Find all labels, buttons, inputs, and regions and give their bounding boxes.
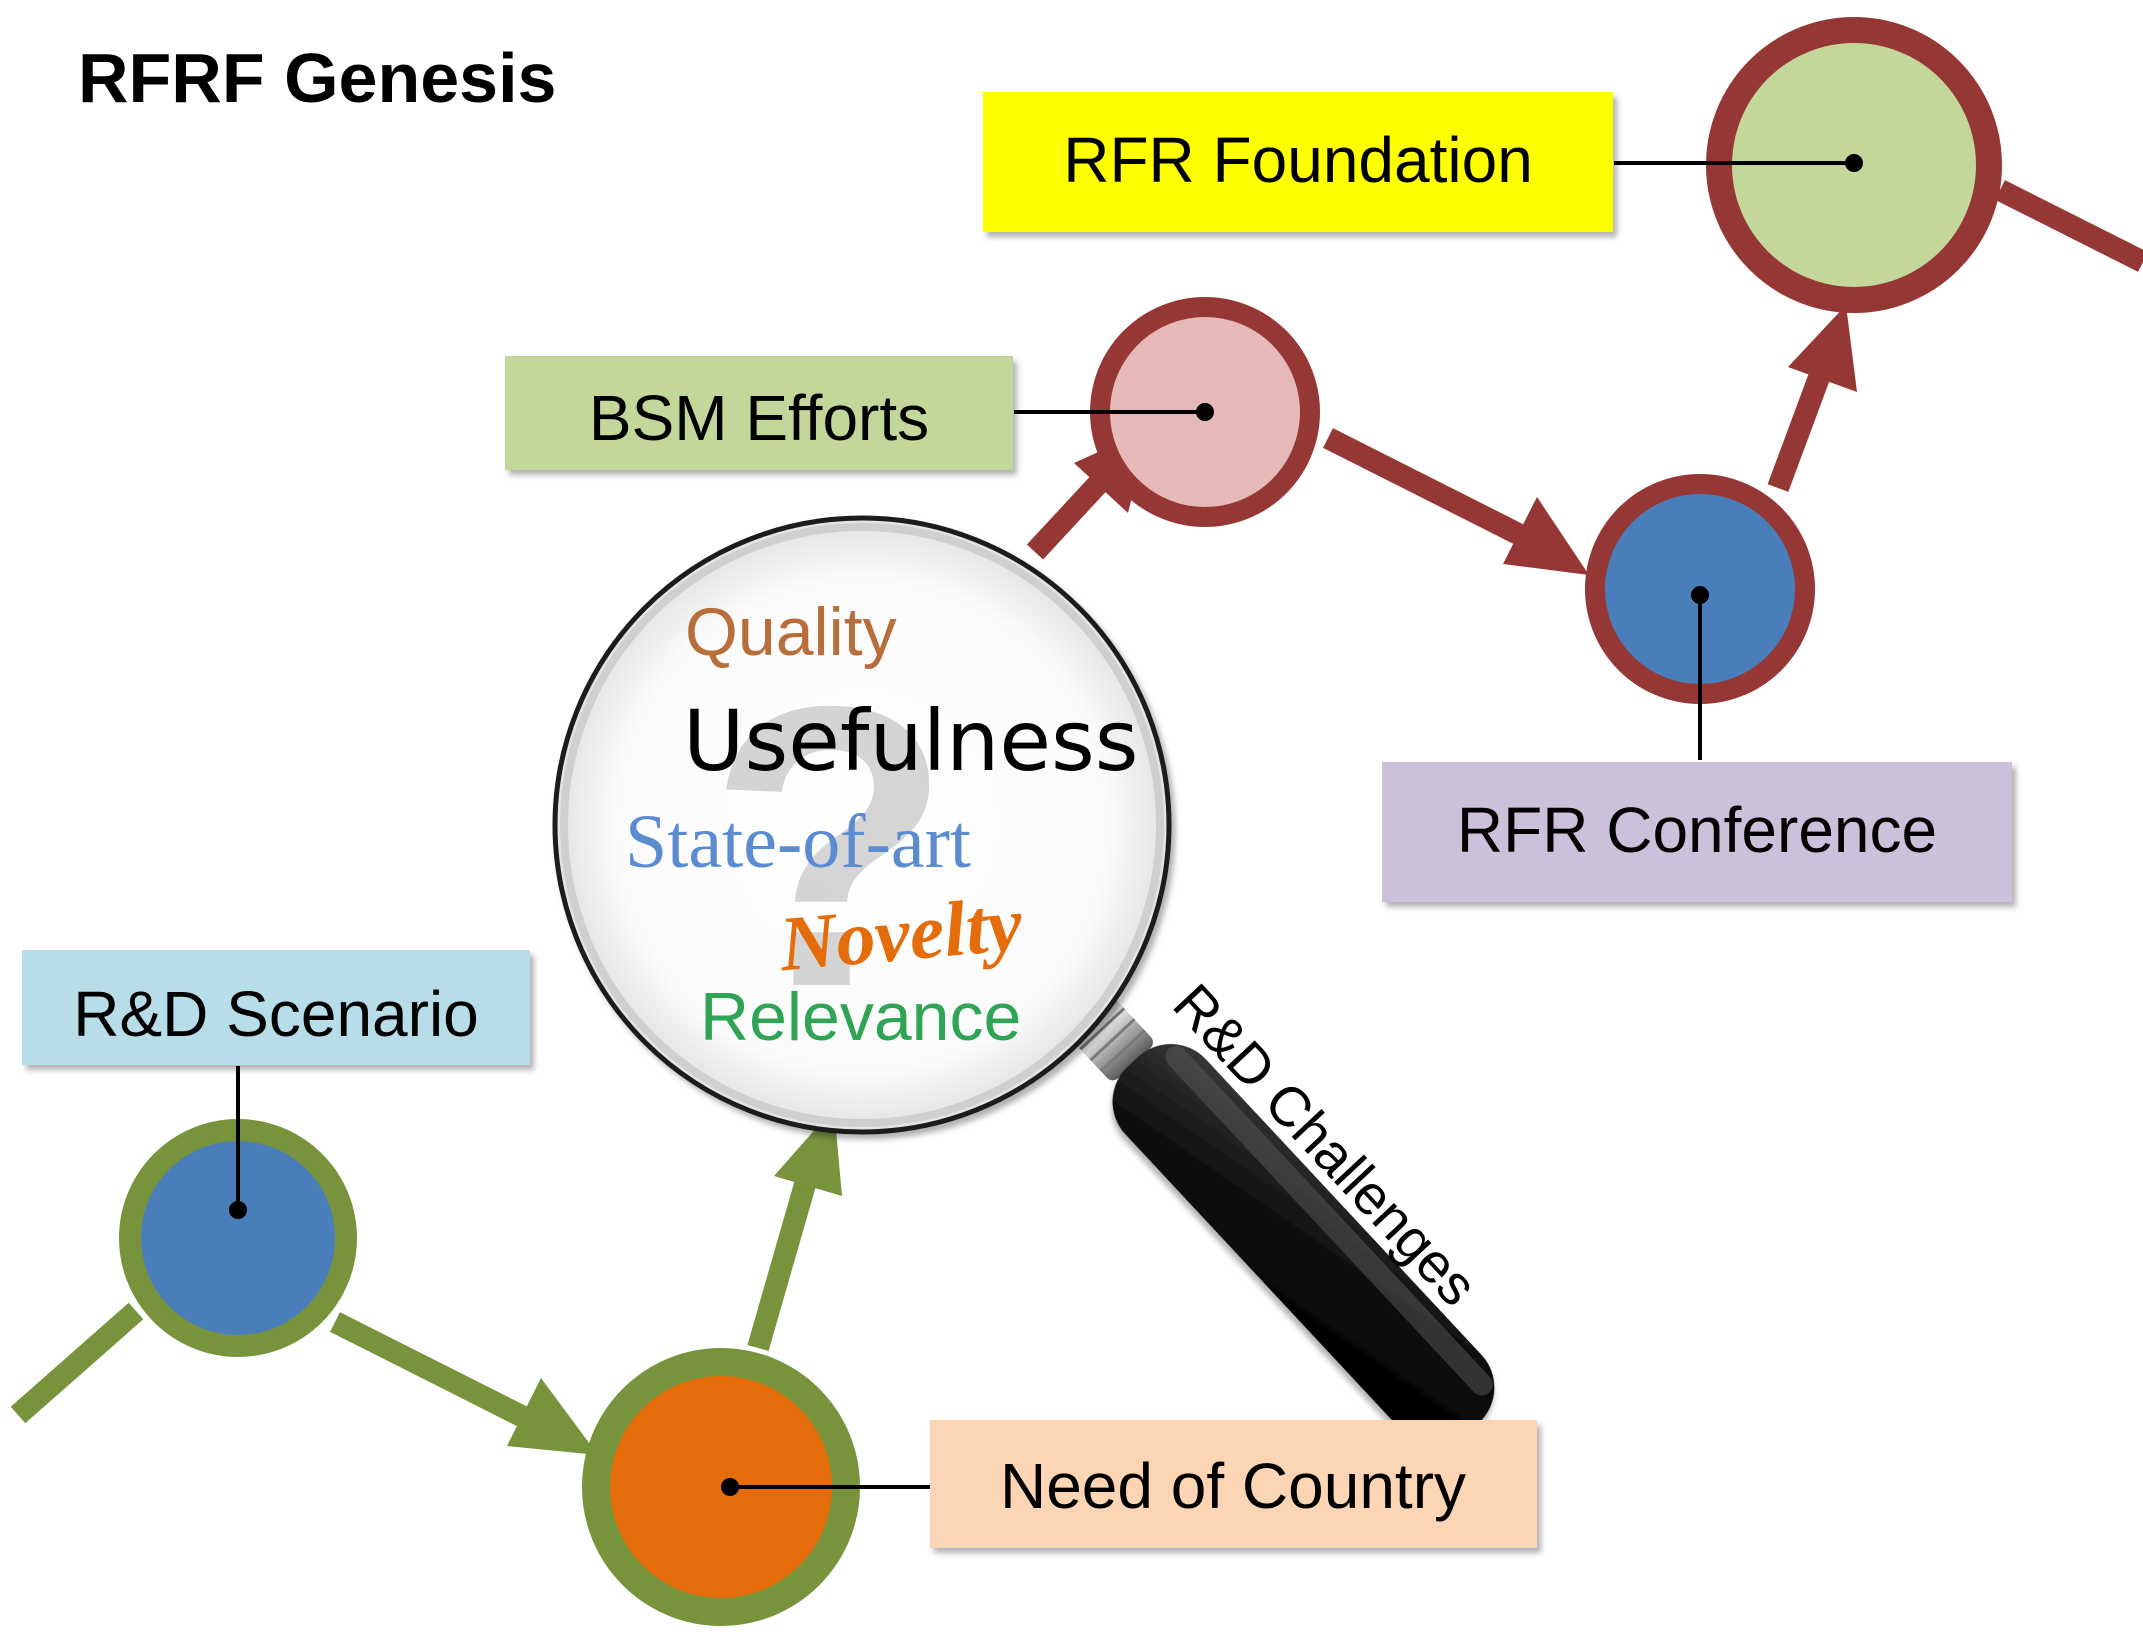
red-arrowhead-foundation — [1788, 305, 1857, 392]
red-path-segment-to-foundation — [1767, 360, 1835, 492]
red-arrowhead-conference — [1503, 497, 1589, 575]
svg-text:RFR Conference: RFR Conference — [1457, 794, 1937, 866]
svg-text:BSM Efforts: BSM Efforts — [589, 382, 929, 454]
connectors — [236, 161, 1854, 1489]
svg-text:R&D Scenario: R&D Scenario — [73, 978, 479, 1050]
green-path-segment-entry — [10, 1302, 144, 1424]
label-need-of-country: Need of Country — [930, 1420, 1537, 1548]
green-path-segment-to-lens — [747, 1170, 819, 1352]
label-rfr-foundation: RFR Foundation — [983, 92, 1613, 232]
svg-text:Need of Country: Need of Country — [1000, 1450, 1466, 1522]
word-state-of-art: State-of-art — [625, 800, 971, 884]
word-novelty: Novelty — [775, 879, 1026, 987]
word-quality: Quality — [685, 594, 897, 670]
word-relevance: Relevance — [700, 979, 1021, 1055]
label-rd-scenario: R&D Scenario — [22, 950, 530, 1065]
word-usefulness: Usefulness — [683, 692, 1139, 790]
magnifier-lens: ? Quality Usefulness State-of-art Novelt… — [552, 515, 1172, 1135]
label-bsm-efforts: BSM Efforts — [505, 356, 1013, 470]
magnifier-grip — [1112, 1044, 1495, 1446]
connector-dots — [229, 154, 1863, 1496]
label-rfr-conference: RFR Conference — [1382, 762, 2012, 902]
red-path-segment-to-conference — [1323, 428, 1555, 560]
red-path-segment-exit — [1995, 180, 2143, 272]
green-arrowhead-need — [507, 1378, 598, 1455]
diagram-title: RFRF Genesis — [78, 39, 556, 117]
svg-text:RFR Foundation: RFR Foundation — [1063, 124, 1533, 196]
question-mark-watermark: ? — [708, 623, 952, 1070]
